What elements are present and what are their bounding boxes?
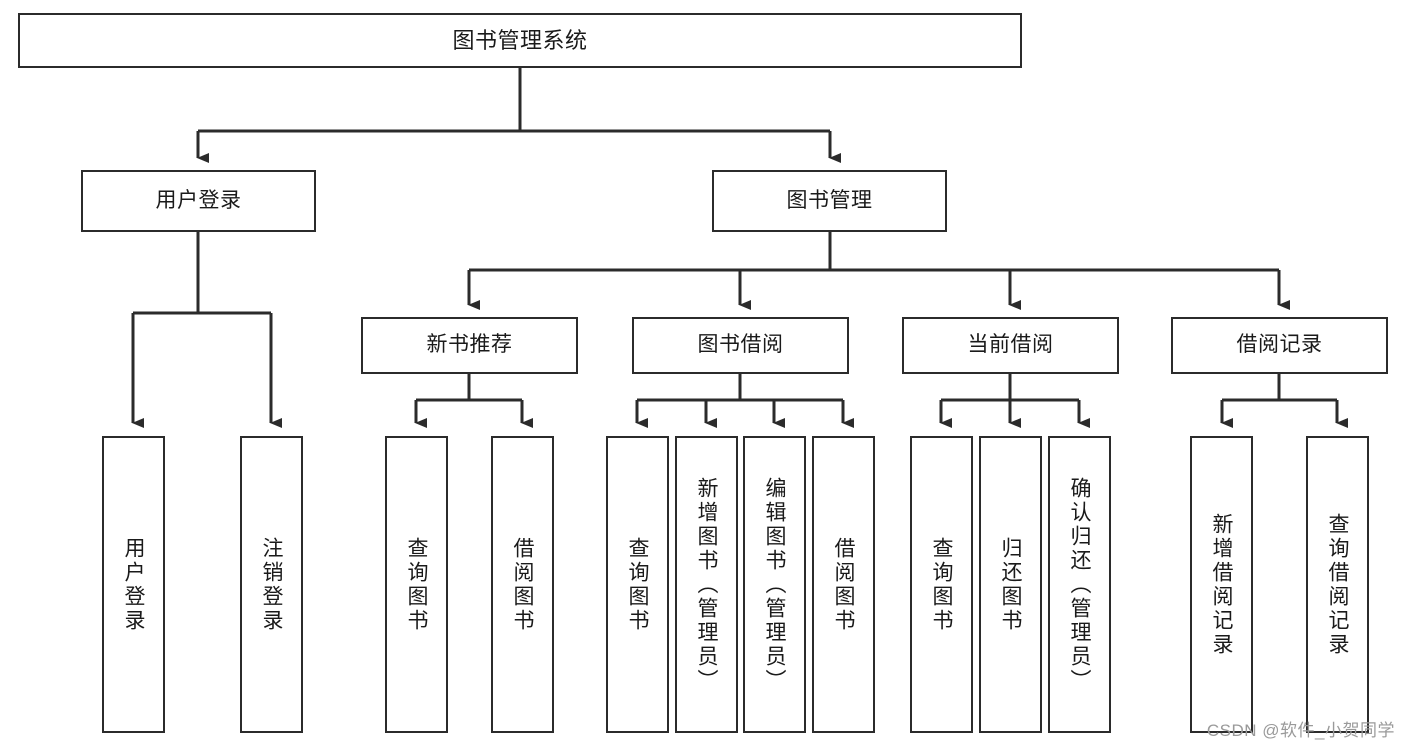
node-label: 查询图书	[626, 536, 649, 633]
node-borrow-records[interactable]: 借阅记录	[1171, 317, 1388, 374]
leaf-user-login[interactable]: 用户登录	[102, 436, 165, 733]
node-label: 编辑图书（管理员）	[763, 476, 786, 693]
node-label: 图书借阅	[697, 333, 784, 357]
node-label: 借阅图书	[832, 536, 855, 633]
leaf-edit-book-admin[interactable]: 编辑图书（管理员）	[743, 436, 806, 733]
node-book-management[interactable]: 图书管理	[712, 170, 947, 232]
leaf-return-book[interactable]: 归还图书	[979, 436, 1042, 733]
node-label: 图书管理	[786, 188, 873, 212]
node-root-system[interactable]: 图书管理系统	[18, 13, 1022, 68]
node-label: 新增图书（管理员）	[695, 476, 718, 693]
node-label: 当前借阅	[967, 333, 1054, 357]
node-label: 注销登录	[260, 536, 283, 633]
node-label: 用户登录	[122, 536, 145, 633]
leaf-borrow-book[interactable]: 借阅图书	[812, 436, 875, 733]
node-new-book-recommend[interactable]: 新书推荐	[361, 317, 578, 374]
node-label: 借阅记录	[1236, 333, 1323, 357]
leaf-query-book-recommend[interactable]: 查询图书	[385, 436, 448, 733]
node-label: 借阅图书	[511, 536, 534, 633]
watermark-text: CSDN @软件_小贺同学	[1206, 721, 1395, 740]
node-current-borrow[interactable]: 当前借阅	[902, 317, 1119, 374]
node-user-login[interactable]: 用户登录	[81, 170, 316, 232]
node-label: 图书管理系统	[452, 27, 588, 53]
node-label: 归还图书	[999, 536, 1022, 633]
leaf-query-book-current[interactable]: 查询图书	[910, 436, 973, 733]
leaf-query-book-borrow[interactable]: 查询图书	[606, 436, 669, 733]
node-label: 查询图书	[405, 536, 428, 633]
leaf-query-borrow-record[interactable]: 查询借阅记录	[1306, 436, 1369, 733]
node-book-borrow[interactable]: 图书借阅	[632, 317, 849, 374]
node-label: 查询图书	[930, 536, 953, 633]
leaf-confirm-return-admin[interactable]: 确认归还（管理员）	[1048, 436, 1111, 733]
leaf-logout[interactable]: 注销登录	[240, 436, 303, 733]
node-label: 新书推荐	[426, 333, 513, 357]
leaf-borrow-book-recommend[interactable]: 借阅图书	[491, 436, 554, 733]
node-label: 确认归还（管理员）	[1068, 476, 1091, 693]
node-label: 查询借阅记录	[1326, 512, 1349, 657]
leaf-add-borrow-record[interactable]: 新增借阅记录	[1190, 436, 1253, 733]
leaf-add-book-admin[interactable]: 新增图书（管理员）	[675, 436, 738, 733]
node-label: 用户登录	[155, 188, 242, 212]
node-label: 新增借阅记录	[1210, 512, 1233, 657]
